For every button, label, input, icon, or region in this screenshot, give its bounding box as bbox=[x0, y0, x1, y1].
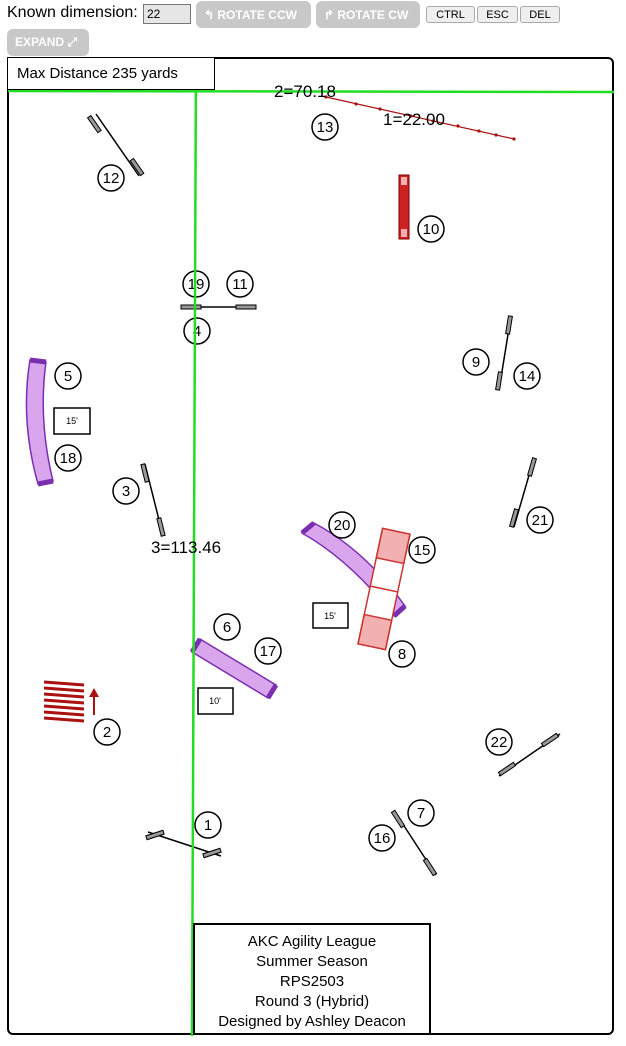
number-4: 4 bbox=[183, 317, 211, 345]
number-21: 21 bbox=[526, 506, 554, 534]
number-6: 6 bbox=[213, 613, 241, 641]
svg-text:11: 11 bbox=[232, 276, 248, 293]
known-dimension-input[interactable] bbox=[143, 4, 191, 24]
measurement-label-1: 1=22.00 bbox=[383, 110, 445, 129]
svg-text:16: 16 bbox=[374, 830, 391, 847]
course-map-canvas[interactable] bbox=[7, 57, 614, 1035]
jump-9-14 bbox=[495, 315, 513, 391]
svg-text:13: 13 bbox=[317, 119, 334, 136]
number-2: 2 bbox=[93, 718, 121, 746]
number-18: 18 bbox=[54, 444, 82, 472]
size-label-tunnel-20: 15' bbox=[312, 602, 349, 629]
rotate-cw-button[interactable]: ↱ ROTATE CW bbox=[316, 1, 420, 28]
del-button[interactable]: DEL bbox=[520, 6, 560, 23]
number-1: 1 bbox=[194, 811, 222, 839]
measurement-lines-green bbox=[7, 57, 615, 1037]
svg-text:20: 20 bbox=[334, 517, 351, 534]
number-5: 5 bbox=[54, 362, 82, 390]
expand-button[interactable]: EXPAND ⤢ bbox=[7, 29, 89, 56]
number-17: 17 bbox=[254, 637, 282, 665]
number-8: 8 bbox=[388, 640, 416, 668]
number-14: 14 bbox=[513, 362, 541, 390]
number-15: 15 bbox=[408, 536, 436, 564]
measurement-line-1 bbox=[324, 95, 516, 141]
svg-text:9: 9 bbox=[472, 354, 480, 371]
svg-text:12: 12 bbox=[103, 170, 120, 187]
svg-text:14: 14 bbox=[519, 368, 536, 385]
weave-poles-2 bbox=[43, 680, 85, 723]
course-info-box: AKC Agility League Summer Season RPS2503… bbox=[193, 923, 431, 1035]
info-league: AKC Agility League bbox=[247, 933, 377, 950]
info-season: Summer Season bbox=[256, 953, 368, 970]
number-16: 16 bbox=[368, 824, 396, 852]
number-3: 3 bbox=[112, 477, 140, 505]
jump-11 bbox=[180, 304, 257, 310]
svg-text:10': 10' bbox=[209, 696, 221, 706]
number-9: 9 bbox=[462, 348, 490, 376]
svg-text:6: 6 bbox=[223, 619, 231, 636]
size-label-tunnel-6: 10' bbox=[197, 687, 234, 715]
svg-text:2: 2 bbox=[103, 724, 111, 741]
svg-text:5: 5 bbox=[64, 368, 72, 385]
jump-7-16 bbox=[390, 809, 438, 877]
number-20: 20 bbox=[328, 511, 356, 539]
svg-text:17: 17 bbox=[260, 643, 277, 660]
number-13: 13 bbox=[311, 113, 339, 141]
number-11: 11 bbox=[226, 270, 254, 298]
svg-text:8: 8 bbox=[398, 646, 406, 663]
info-code: RPS2503 bbox=[279, 973, 345, 990]
svg-text:15': 15' bbox=[66, 416, 78, 426]
number-7: 7 bbox=[407, 799, 435, 827]
jump-12 bbox=[86, 113, 145, 177]
contact-10 bbox=[398, 174, 410, 240]
size-label-tunnel-5: 15' bbox=[53, 407, 91, 435]
svg-text:21: 21 bbox=[532, 512, 549, 529]
measurement-label-2: 2=70.18 bbox=[274, 82, 336, 101]
svg-text:15: 15 bbox=[414, 542, 431, 559]
jump-1 bbox=[145, 829, 222, 859]
svg-text:15': 15' bbox=[324, 611, 336, 621]
jump-22 bbox=[497, 732, 561, 777]
known-dimension-label: Known dimension: bbox=[7, 4, 138, 21]
svg-text:7: 7 bbox=[417, 805, 425, 822]
svg-text:10: 10 bbox=[423, 221, 440, 238]
svg-text:1: 1 bbox=[204, 817, 212, 834]
rotate-ccw-button[interactable]: ↰ ROTATE CCW bbox=[196, 1, 311, 28]
dogwalk-15-8 bbox=[357, 527, 411, 651]
svg-text:22: 22 bbox=[491, 734, 508, 751]
ctrl-button[interactable]: CTRL bbox=[426, 6, 475, 23]
svg-text:18: 18 bbox=[60, 450, 77, 467]
measurement-label-3: 3=113.46 bbox=[151, 538, 221, 557]
info-round: Round 3 (Hybrid) bbox=[254, 993, 370, 1010]
jump-21 bbox=[508, 457, 538, 528]
esc-button[interactable]: ESC bbox=[477, 6, 518, 23]
direction-arrow bbox=[89, 688, 99, 715]
svg-text:4: 4 bbox=[193, 323, 201, 340]
svg-text:3: 3 bbox=[122, 483, 130, 500]
number-12: 12 bbox=[97, 164, 125, 192]
max-distance-label: Max Distance 235 yards bbox=[7, 57, 215, 90]
toolbar: Known dimension: ↰ ROTATE CCW ↱ ROTATE C… bbox=[0, 0, 626, 56]
number-22: 22 bbox=[485, 728, 513, 756]
jump-3 bbox=[140, 463, 166, 537]
number-10: 10 bbox=[417, 215, 445, 243]
tunnel-5-18 bbox=[25, 359, 54, 485]
info-designer: Designed by Ashley Deacon bbox=[218, 1013, 406, 1030]
